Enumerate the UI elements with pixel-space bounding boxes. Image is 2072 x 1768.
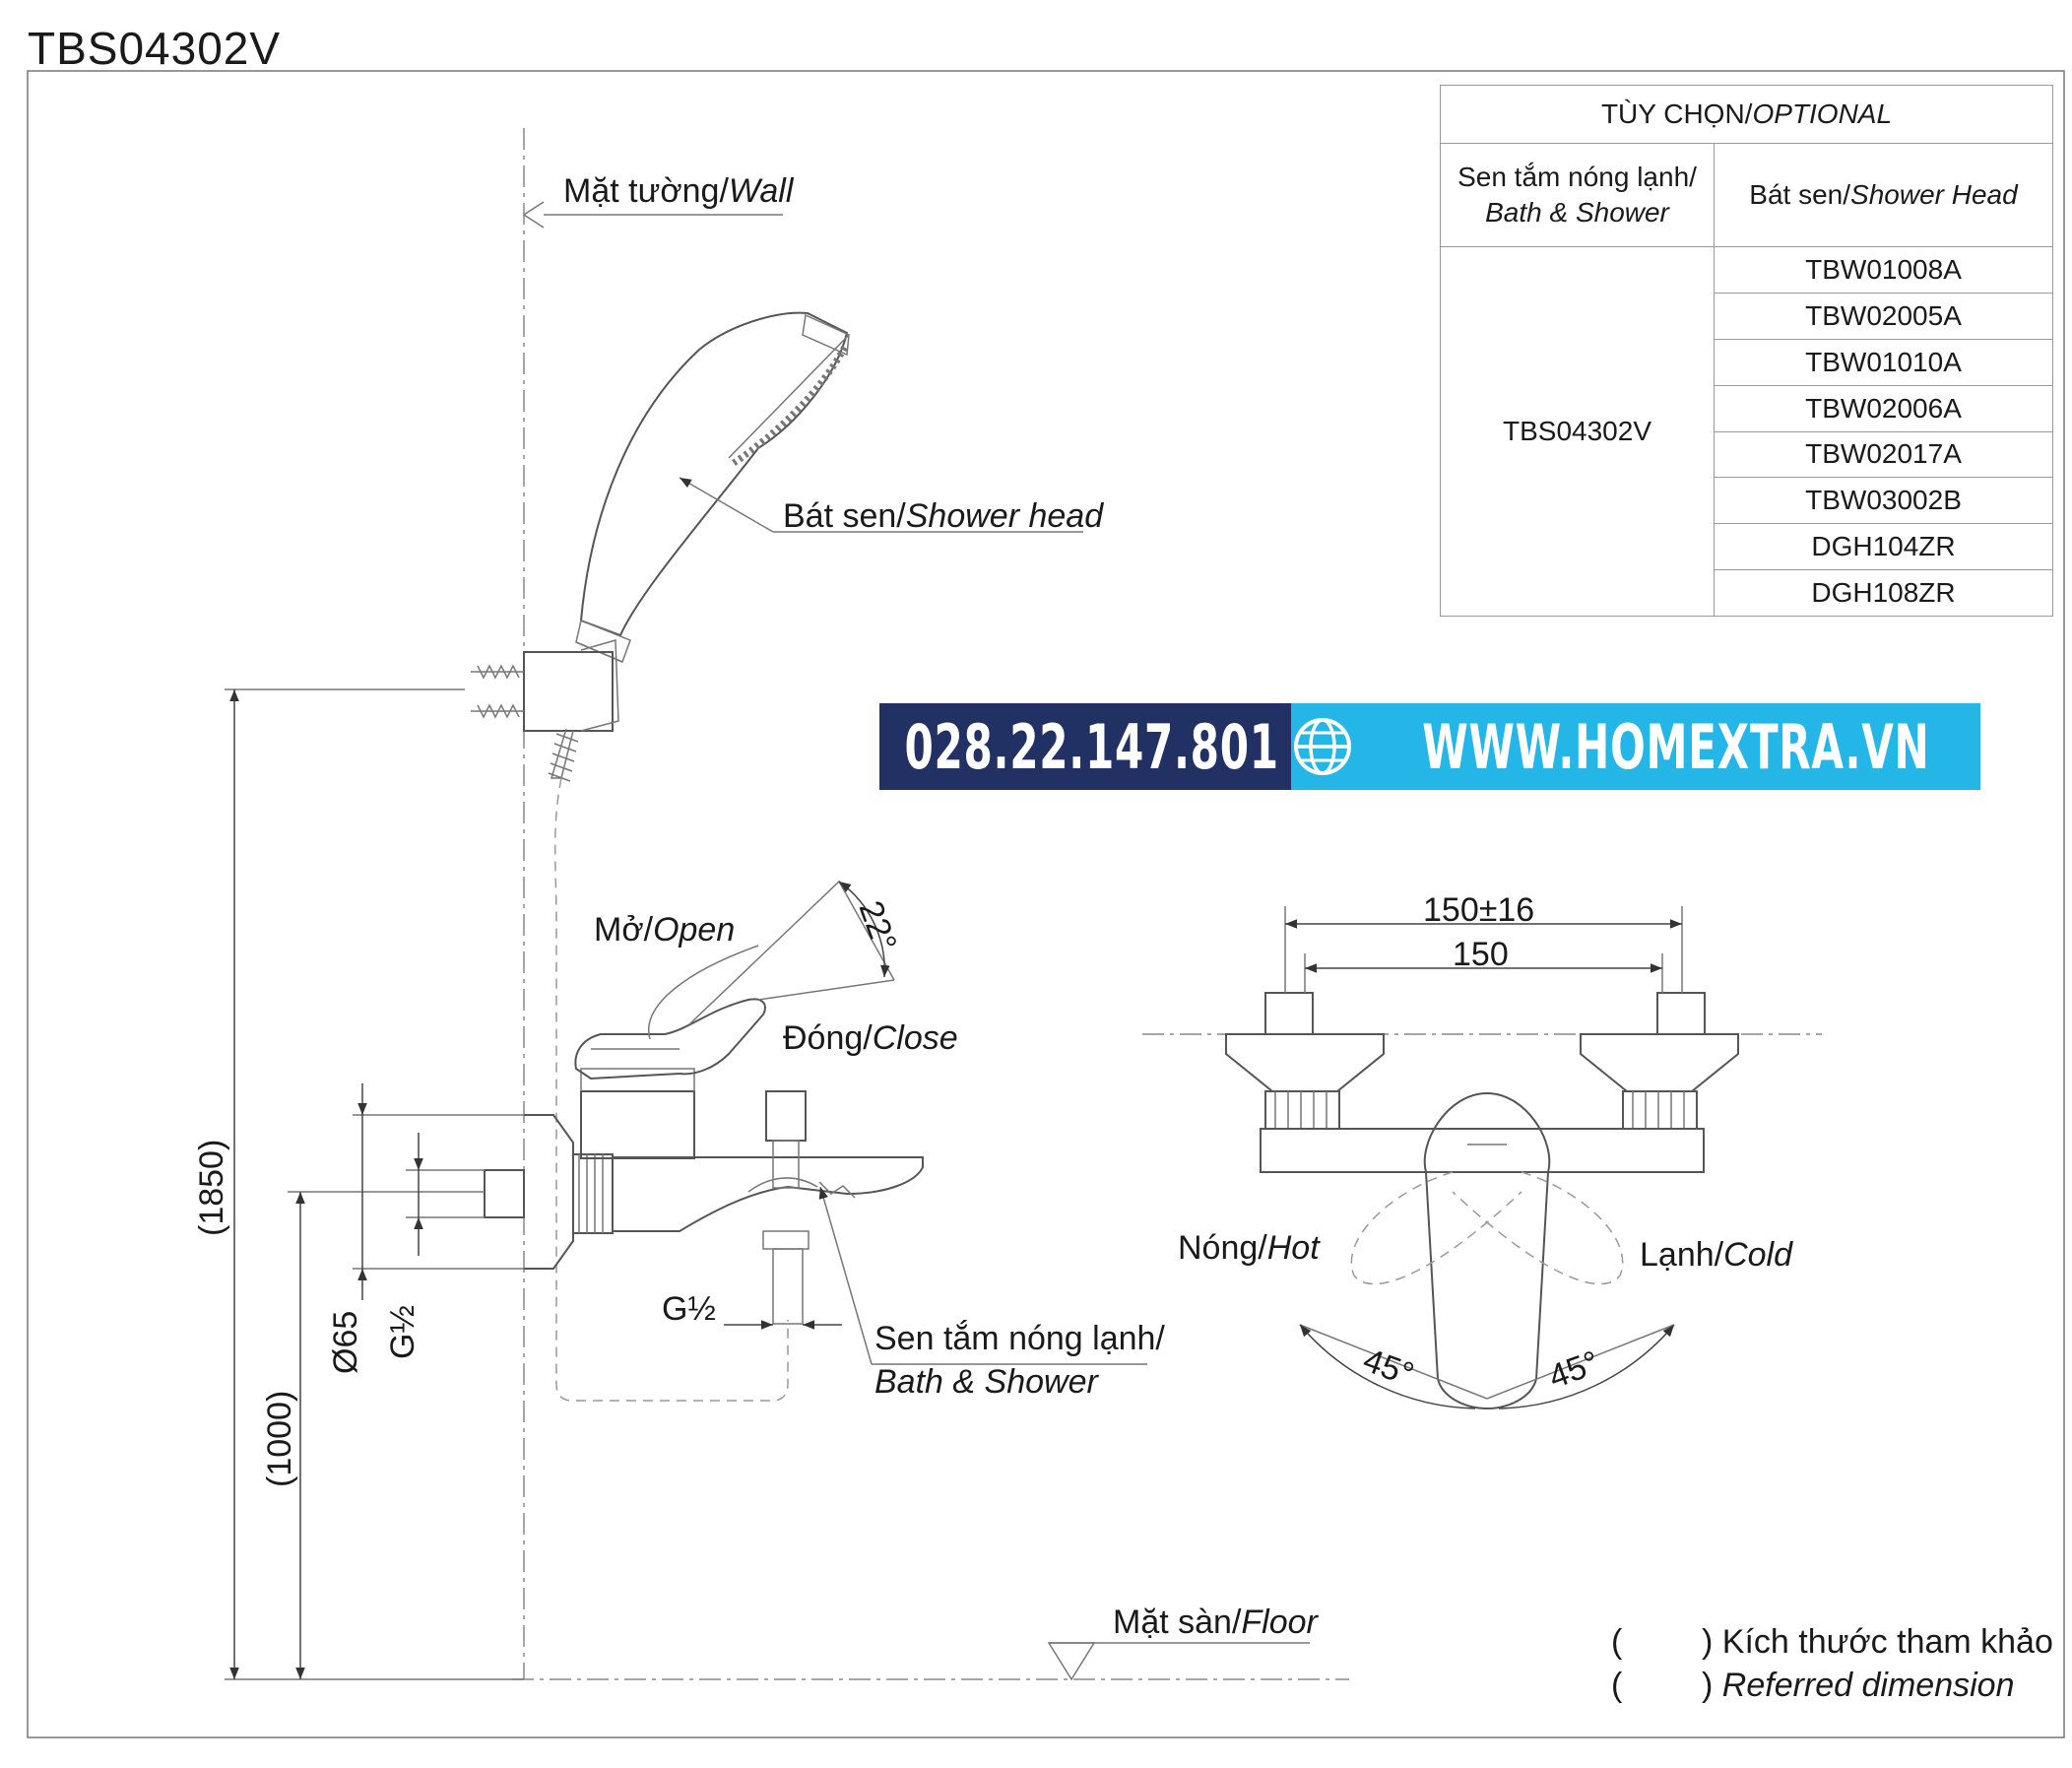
- table-row: DGH104ZR: [1714, 523, 2053, 571]
- website-url[interactable]: WWW.HOMEXTRA.VN: [1422, 710, 1930, 783]
- floor-label: Mặt sàn/Floor: [1113, 1604, 1320, 1641]
- height-dimensions: [225, 688, 842, 1680]
- table-col-bath-shower: Sen tắm nóng lạnh/Bath & Shower: [1440, 143, 1715, 247]
- wall-marker: [522, 201, 545, 229]
- bath-shower-leader: [818, 1186, 873, 1365]
- hose: [554, 777, 789, 1402]
- table-row: TBW01010A: [1714, 338, 2053, 386]
- open-label: Mở/Open: [594, 911, 735, 949]
- shower-head-label: Bát sen/Shower head: [783, 497, 1104, 535]
- table-row: TBW01008A: [1714, 246, 2053, 294]
- total-height-label: (1850): [193, 1140, 230, 1236]
- close-label: Đóng/Close: [783, 1019, 958, 1057]
- outlet-height-label: (1000): [261, 1391, 298, 1487]
- note-line-2: () Referred dimension: [1611, 1667, 2015, 1704]
- drawing-title: TBS04302V: [28, 23, 282, 74]
- angle-left-label: 45°: [1358, 1342, 1418, 1394]
- width-adjust-label: 150±16: [1423, 891, 1534, 929]
- floor-marker: [1047, 1642, 1096, 1681]
- reference-note: () Kích thước tham khảo () Referred dime…: [1611, 1620, 2053, 1707]
- table-row: TBW02017A: [1714, 430, 2053, 479]
- table-row: TBW03002B: [1714, 477, 2053, 525]
- table-row: DGH108ZR: [1714, 569, 2053, 617]
- hot-label: Nóng/Hot: [1178, 1229, 1321, 1267]
- note-text-vi: Kích thước tham khảo: [1721, 1623, 2053, 1661]
- bath-shower-label-en: Bath & Shower: [874, 1363, 1099, 1401]
- wall-thread-label: G½: [384, 1305, 421, 1359]
- mixer-side-view: [484, 1068, 924, 1325]
- table-col-shower-head: Bát sen/Shower Head: [1714, 143, 2053, 247]
- wall-bracket: [471, 639, 619, 782]
- cold-label: Lạnh/Cold: [1640, 1236, 1793, 1274]
- bath-shower-label-vi: Sen tắm nóng lạnh/: [874, 1320, 1165, 1357]
- optional-table: TÙY CHỌN/OPTIONAL Sen tắm nóng lạnh/Bath…: [1440, 85, 2053, 617]
- note-line-1: () Kích thước tham khảo: [1611, 1623, 2053, 1661]
- phone-number[interactable]: 028.22.147.801: [904, 710, 1280, 783]
- lever-angle-label: 22°: [851, 896, 903, 956]
- note-text-en: Referred dimension: [1721, 1667, 2015, 1704]
- drawing-frame: [27, 70, 2065, 1738]
- angle-right-label: 45°: [1544, 1343, 1604, 1396]
- table-model-cell: TBS04302V: [1440, 246, 1715, 617]
- wall-label: Mặt tường/Wall: [563, 172, 795, 210]
- banner-phone: 028.22.147.801: [879, 703, 1291, 790]
- shower-head-leader: [679, 477, 774, 533]
- hand-shower: [575, 311, 850, 663]
- table-row: TBW02005A: [1714, 292, 2053, 340]
- diameter-label: Ø65: [327, 1311, 364, 1374]
- mixer-front-view: [1142, 906, 1822, 1410]
- contact-banner: 028.22.147.801 WWW.HOMEXTRA.VN: [879, 703, 1980, 790]
- table-row: TBW02006A: [1714, 384, 2053, 432]
- lever-handle: [574, 880, 895, 1080]
- globe-icon: [1294, 718, 1351, 775]
- banner-website: WWW.HOMEXTRA.VN: [1291, 703, 1980, 790]
- outlet-thread-label: G½: [662, 1290, 716, 1328]
- table-header: TÙY CHỌN/OPTIONAL: [1440, 85, 2053, 144]
- width-center-label: 150: [1453, 936, 1509, 973]
